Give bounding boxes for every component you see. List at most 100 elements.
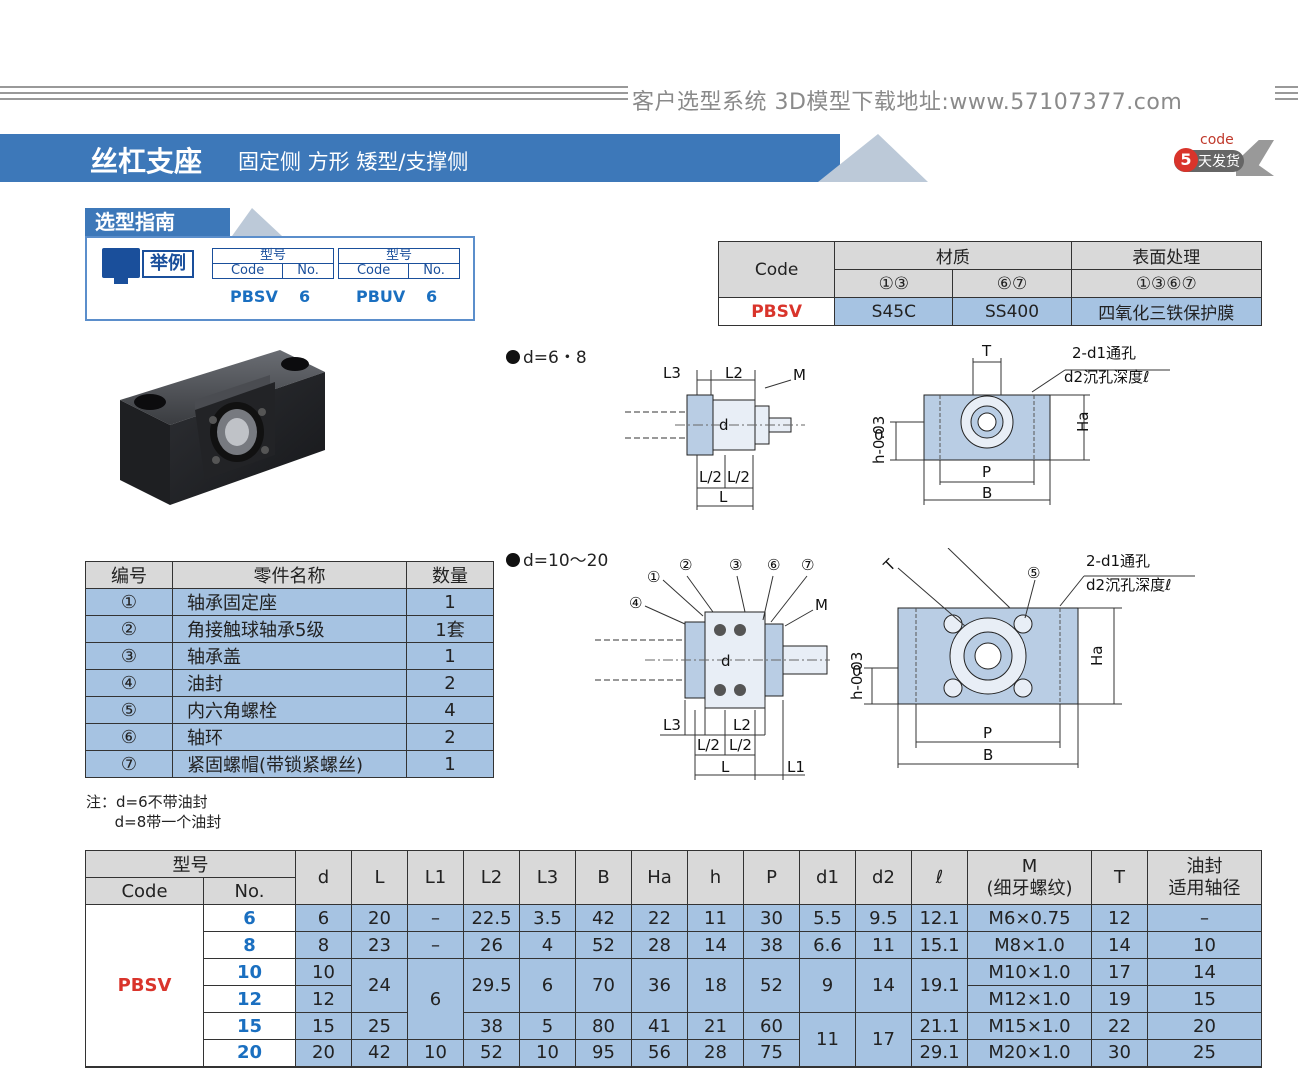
table-row: ⑥ 轴环 2 bbox=[85, 723, 494, 751]
spec-cell: 20 bbox=[351, 904, 408, 932]
example-code-label: Code bbox=[211, 263, 284, 279]
spec-cell: 12.1 bbox=[911, 904, 968, 932]
counterbore-label: d2沉孔深度ℓ bbox=[1086, 576, 1171, 594]
spec-cell: 10 bbox=[1147, 931, 1262, 959]
spec-cell: 52 bbox=[463, 1039, 520, 1067]
spec-cell: 25 bbox=[351, 1012, 408, 1040]
site-download-text: 客户选型系统 3D模型下载地址:www.57107377.com bbox=[632, 90, 1183, 115]
delivery-badge: code 5 天发货 bbox=[1170, 132, 1278, 182]
table-row: ② 角接触球轴承5级 1套 bbox=[85, 615, 494, 643]
surface-header: 表面处理 bbox=[1070, 241, 1263, 270]
spec-cell: 6.6 bbox=[799, 931, 856, 959]
spec-header-M: M (细牙螺纹) bbox=[967, 850, 1092, 905]
spec-cell: 28 bbox=[687, 1039, 744, 1067]
dim-L2-label: L2 bbox=[725, 364, 743, 382]
table-row: PBSV 6 6 20 – 22.5 3.5 42 22 11 30 5.5 9… bbox=[85, 904, 1262, 1068]
part-name: 轴承盖 bbox=[172, 642, 407, 670]
part-number: ① bbox=[85, 588, 173, 616]
spec-header-d1: d1 bbox=[799, 850, 856, 905]
spec-cell: 21 bbox=[687, 1012, 744, 1040]
spec-no: 12 bbox=[203, 985, 296, 1013]
surface-sub: ①③⑥⑦ bbox=[1070, 269, 1263, 298]
spec-cell: – bbox=[407, 904, 464, 932]
badge-five: 5 bbox=[1174, 148, 1198, 172]
spec-cell: 15 bbox=[1147, 985, 1262, 1013]
spec-no: 15 bbox=[203, 1012, 296, 1040]
spec-no-header: No. bbox=[203, 877, 296, 905]
spec-header-L1: L1 bbox=[407, 850, 464, 905]
spec-code: PBSV bbox=[85, 904, 204, 1068]
page-subtitle: 固定侧 方形 矮型/支撑侧 bbox=[238, 150, 469, 174]
part-number: ③ bbox=[85, 642, 173, 670]
spec-cell: 52 bbox=[575, 931, 632, 959]
spec-cell: 20 bbox=[295, 1039, 352, 1067]
example-no-1: 6 bbox=[299, 287, 311, 306]
dim-h-label: h-0.03 bbox=[870, 416, 888, 464]
spec-cell: 60 bbox=[743, 1012, 800, 1040]
header-stripes-left bbox=[0, 86, 628, 100]
dim-half-L-label: L/2 bbox=[697, 736, 720, 754]
dim-L3-label: L3 bbox=[663, 364, 681, 382]
parts-header-qty: 数量 bbox=[406, 561, 494, 589]
spec-no: 10 bbox=[203, 958, 296, 986]
hole-label: 2-d1通孔 bbox=[1086, 552, 1150, 570]
table-row: 20 20 42 10 52 10 95 56 28 75 29.1 M20×1… bbox=[85, 1039, 1262, 1067]
spec-cell: 19.1 bbox=[911, 958, 968, 1013]
dim-L-label: L bbox=[719, 488, 728, 506]
spec-header-B: B bbox=[575, 850, 632, 905]
spec-cell: – bbox=[407, 931, 464, 959]
spec-cell: M20×1.0 bbox=[967, 1039, 1092, 1067]
spec-cell: 14 bbox=[1091, 931, 1148, 959]
spec-cell: 30 bbox=[1091, 1039, 1148, 1067]
spec-cell: 29.5 bbox=[463, 958, 520, 1013]
dim-L3-label: L3 bbox=[663, 716, 681, 734]
diagram-label-small: d=6・8 bbox=[506, 343, 587, 368]
part-qty: 1 bbox=[406, 588, 494, 616]
part-number: ⑥ bbox=[85, 723, 173, 751]
surface-value: 四氧化三铁保护膜 bbox=[1070, 297, 1263, 326]
parts-header-no: 编号 bbox=[85, 561, 173, 589]
part-number: ④ bbox=[85, 669, 173, 697]
spec-cell: 21.1 bbox=[911, 1012, 968, 1040]
spec-header-d2: d2 bbox=[855, 850, 912, 905]
parts-table: 编号 零件名称 数量 ① 轴承固定座 1 ② 角接触球轴承5级 1套 ③ 轴承盖… bbox=[85, 561, 494, 778]
part-name: 内六角螺栓 bbox=[172, 696, 407, 724]
table-row: ① 轴承固定座 1 bbox=[85, 588, 494, 616]
spec-header-P: P bbox=[743, 850, 800, 905]
table-row: ④ 油封 2 bbox=[85, 669, 494, 697]
hole-label: 2-d1通孔 bbox=[1072, 344, 1136, 362]
monitor-icon bbox=[102, 248, 140, 284]
spec-cell: 5.5 bbox=[799, 904, 856, 932]
front-view-large-drawing: T ⑤ 2-d1通孔 d2沉孔深度ℓ Ha h-0.03 0 P B bbox=[850, 548, 1195, 768]
example-table-1: 型号 Code No. bbox=[211, 248, 334, 279]
material-sub-2: ⑥⑦ bbox=[952, 269, 1072, 298]
dim-L-label: L bbox=[721, 758, 730, 776]
spec-cell: 38 bbox=[743, 931, 800, 959]
spec-cell: 11 bbox=[799, 1012, 856, 1068]
guide-box bbox=[85, 236, 475, 321]
spec-cell: 6 bbox=[295, 904, 352, 932]
spec-cell: 10 bbox=[295, 958, 352, 986]
spec-cell: 23 bbox=[351, 931, 408, 959]
spec-cell: 5 bbox=[519, 1012, 576, 1040]
spec-cell: 8 bbox=[295, 931, 352, 959]
part-qty: 4 bbox=[406, 696, 494, 724]
dim-L2-label: L2 bbox=[733, 716, 751, 734]
part-6-callout: ⑥ bbox=[767, 556, 780, 574]
table-row: 12 12 M12×1.0 19 15 bbox=[86, 985, 1262, 1013]
side-view-large-drawing: ① ② ③ ⑥ ⑦ ④ M d L3 L2 L/2 L/2 L L1 bbox=[595, 556, 830, 780]
spec-cell: 24 bbox=[351, 958, 408, 1013]
part-name: 角接触球轴承5级 bbox=[172, 615, 407, 643]
page-title: 丝杠支座 bbox=[90, 145, 203, 178]
part-name: 轴承固定座 bbox=[172, 588, 407, 616]
counterbore-label: d2沉孔深度ℓ bbox=[1064, 368, 1149, 386]
dim-P-label: P bbox=[983, 724, 992, 742]
spec-cell: 22 bbox=[631, 904, 688, 932]
side-view-small-drawing: L3 L2 M d L/2 L/2 L bbox=[625, 364, 806, 510]
spec-cell: 18 bbox=[687, 958, 744, 1013]
part-number: ⑦ bbox=[85, 750, 173, 778]
title-band-accent bbox=[818, 134, 928, 182]
example-no-label: No. bbox=[408, 263, 460, 279]
part-4-callout: ④ bbox=[629, 594, 642, 612]
spec-cell: M6×0.75 bbox=[967, 904, 1092, 932]
